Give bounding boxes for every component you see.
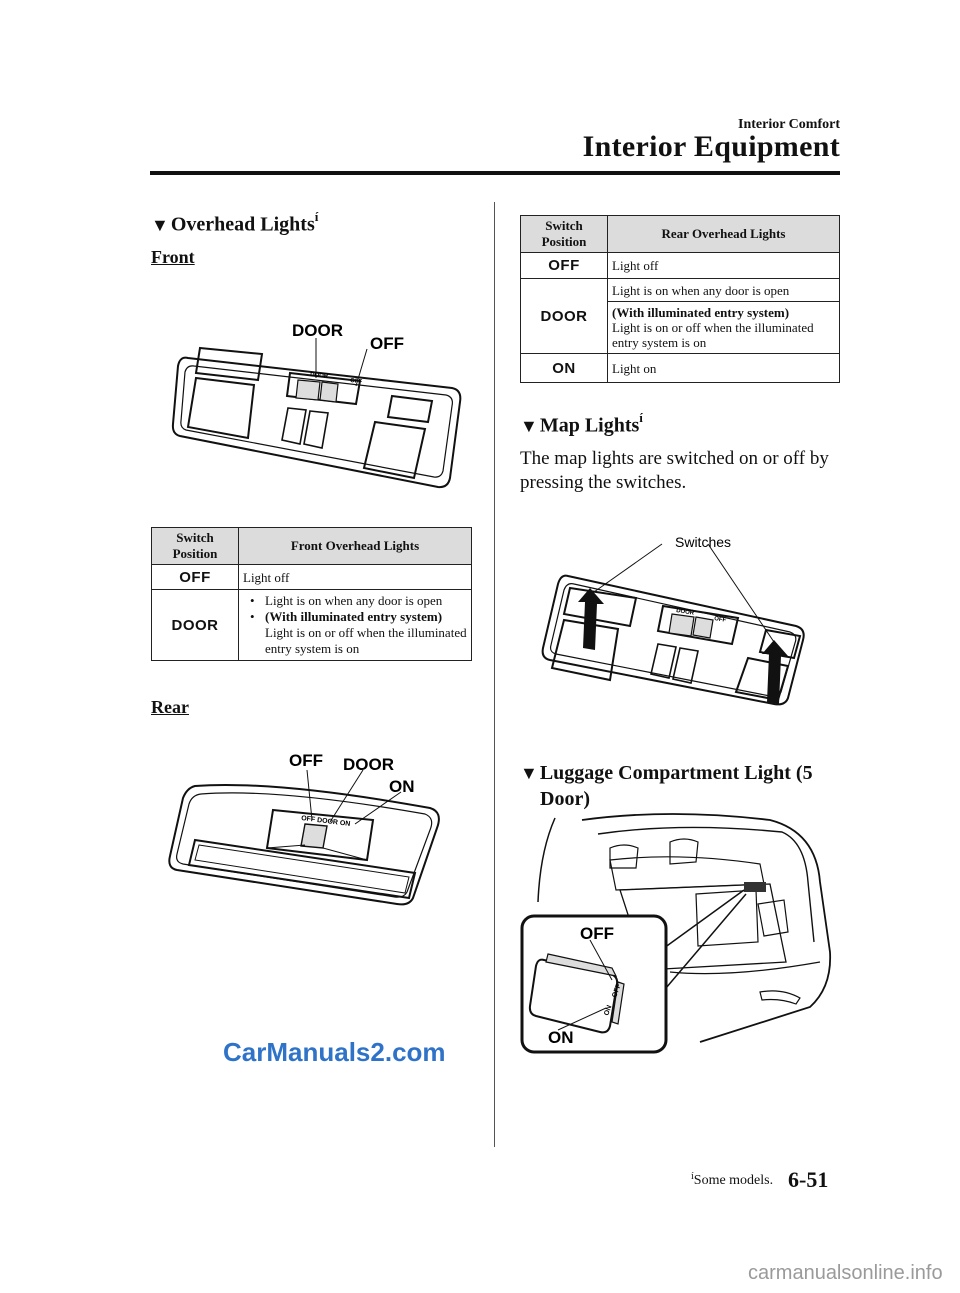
rear-on-callout: ON: [389, 777, 415, 796]
switch-key-off: OFF: [151, 564, 239, 590]
triangle-marker-icon: ▼: [520, 415, 538, 436]
table-row: ON Light on: [520, 353, 840, 383]
front-subheading: Front: [151, 247, 195, 267]
rear-overhead-table: Switch Position Rear Overhead Lights OFF…: [520, 215, 840, 383]
luggage-on-callout: ON: [548, 1028, 574, 1047]
rear-door-desc-1: Light is on when any door is open: [607, 278, 840, 302]
luggage-switch-off-label: OFF: [611, 982, 623, 998]
luggage-title-line1: Luggage Compartment Light (5: [539, 762, 813, 784]
table-row: OFF Light off: [520, 252, 840, 279]
switch-key-off: OFF: [520, 252, 608, 279]
map-lights-illustration: Switches DOOR OFF: [541, 534, 805, 706]
front-door-bullet-1: Light is on when any door is open: [250, 593, 467, 609]
column-divider: [494, 202, 495, 1147]
row-description: Light on: [607, 353, 840, 383]
rear-door-desc-2-bold: (With illuminated entry system): [612, 305, 790, 320]
front-overhead-table: Switch Position Front Overhead Lights OF…: [151, 527, 472, 661]
rear-door-callout: DOOR: [343, 755, 394, 774]
rear-table-col-switch: Switch Position: [520, 215, 608, 253]
section-header: Interior Comfort: [738, 117, 840, 132]
page-title: Interior Equipment: [582, 130, 840, 163]
table-row: OFF Light off: [151, 564, 472, 590]
luggage-off-callout: OFF: [580, 924, 614, 943]
some-models-mark: í: [314, 209, 319, 224]
rear-subheading: Rear: [151, 697, 189, 717]
front-table-col-switch: Switch Position: [151, 527, 239, 565]
rear-door-desc-2-text: Light is on or off when the illuminated …: [612, 320, 814, 350]
rear-off-callout: OFF: [289, 751, 323, 770]
overhead-lights-title: Overhead Lights: [170, 213, 315, 236]
watermark-carmanuals2: CarManuals2.com: [223, 1037, 446, 1067]
front-table-col-lights: Front Overhead Lights: [238, 527, 472, 565]
rear-overhead-light-illustration: OFF DOOR ON OFF DOOR ON: [168, 751, 440, 906]
footnote: íSome models.: [691, 1171, 774, 1189]
page-number: 6-51: [788, 1167, 829, 1192]
watermark-carmanualsonline: carmanualsonline.info: [748, 1262, 943, 1284]
front-switch-door-label: DOOR: [310, 372, 329, 380]
front-overhead-light-illustration: DOOR OFF DOOR OFF: [171, 321, 462, 489]
front-switch-off-label: OFF: [350, 378, 363, 385]
front-door-bullet-2-bold: (With illuminated entry system): [265, 609, 443, 624]
row-description: Light off: [607, 252, 840, 279]
map-switch-door-label: DOOR: [676, 608, 695, 617]
triangle-marker-icon: ▼: [520, 763, 538, 783]
row-description: Light off: [238, 564, 472, 590]
front-door-bullet-2: (With illuminated entry system) Light is…: [250, 609, 467, 657]
table-row: DOOR Light is on when any door is open: [520, 278, 840, 354]
switches-callout: Switches: [675, 534, 731, 550]
rear-table-col-lights: Rear Overhead Lights: [607, 215, 840, 253]
map-lights-heading: ▼Map Lightsí: [520, 410, 643, 438]
switch-key-door: DOOR: [520, 278, 608, 354]
header-rule: [150, 171, 840, 175]
map-lights-text: The map lights are switched on or off by…: [520, 448, 829, 493]
some-models-mark: í: [639, 410, 643, 425]
overhead-lights-heading: ▼Overhead Lightsí: [151, 209, 319, 237]
footnote-text: Some models.: [693, 1173, 774, 1188]
switch-key-on: ON: [520, 353, 608, 383]
map-switch-off-label: OFF: [714, 616, 727, 624]
triangle-marker-icon: ▼: [151, 214, 169, 235]
luggage-title-line2: Door): [540, 788, 590, 810]
footnote-star: í: [691, 1171, 694, 1182]
switch-key-door: DOOR: [151, 589, 239, 661]
front-door-callout: DOOR: [292, 321, 343, 340]
rear-door-desc-2: (With illuminated entry system) Light is…: [607, 301, 840, 354]
luggage-switch-on-label: ON: [603, 1004, 613, 1016]
luggage-light-illustration: OFF ON ON OFF: [520, 813, 832, 1054]
front-door-bullet-2-text: Light is on or off when the illuminated …: [265, 625, 467, 656]
front-off-callout: OFF: [370, 334, 404, 353]
luggage-light-heading: ▼Luggage Compartment Light (5 Door): [520, 760, 813, 812]
table-row: DOOR Light is on when any door is open (…: [151, 589, 472, 661]
map-lights-title: Map Lights: [539, 414, 640, 437]
